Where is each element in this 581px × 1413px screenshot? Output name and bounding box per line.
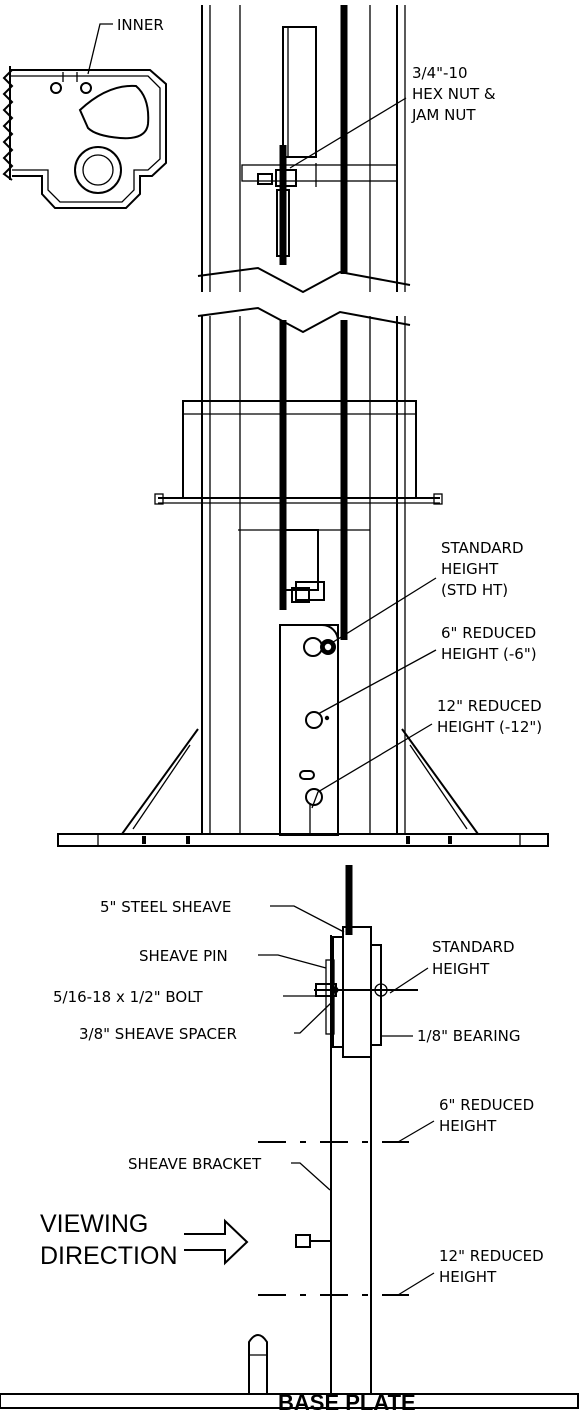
label-hex-nut-1: 3/4"-10 — [412, 64, 468, 82]
six-reduced-callout-side: 6" REDUCED HEIGHT — [397, 1096, 534, 1143]
base-plate-top — [57, 833, 549, 847]
spacer-callout: 3/8" SHEAVE SPACER — [79, 1001, 333, 1043]
bracket-callout: SHEAVE BRACKET — [128, 1155, 331, 1191]
label-spacer: 3/8" SHEAVE SPACER — [79, 1025, 237, 1043]
six-reduced-callout-top: 6" REDUCED HEIGHT (-6") — [317, 624, 537, 715]
label-std-2: HEIGHT — [441, 560, 499, 578]
label-twelve-1: 12" REDUCED — [437, 697, 542, 715]
label-steel-sheave: 5" STEEL SHEAVE — [100, 898, 231, 916]
arrow-right-icon — [184, 1218, 249, 1266]
label-twelve-2: HEIGHT (-12") — [437, 718, 542, 736]
label-twelve-side-1: 12" REDUCED — [439, 1247, 544, 1265]
standard-height-callout-top: STANDARD HEIGHT (STD HT) — [329, 539, 524, 645]
label-std-side-1: STANDARD — [432, 938, 515, 956]
label-base-plate: BASE PLATE — [278, 1390, 416, 1413]
standard-height-callout-side: STANDARD HEIGHT — [389, 938, 515, 994]
label-sheave-pin: SHEAVE PIN — [139, 947, 228, 965]
label-bearing: 1/8" BEARING — [417, 1027, 521, 1045]
label-viewing-2: DIRECTION — [40, 1242, 178, 1270]
bolt-callout: 5/16-18 x 1/2" BOLT — [53, 988, 318, 1006]
hex-nut-assembly — [241, 163, 398, 187]
label-six-side-2: HEIGHT — [439, 1117, 497, 1135]
inner-section-detail — [2, 66, 167, 209]
twelve-reduced-callout-side: 12" REDUCED HEIGHT — [397, 1247, 544, 1296]
height-lines — [258, 1141, 409, 1296]
column-structure — [197, 5, 411, 835]
side-fitting — [248, 1234, 331, 1394]
steel-sheave-callout: 5" STEEL SHEAVE — [100, 898, 345, 933]
label-inner: INNER — [117, 16, 164, 34]
hydraulic-cylinder — [282, 26, 317, 158]
label-std-1: STANDARD — [441, 539, 524, 557]
sheave-bracket-front — [279, 624, 339, 836]
label-six-side-1: 6" REDUCED — [439, 1096, 534, 1114]
label-bolt: 5/16-18 x 1/2" BOLT — [53, 988, 204, 1006]
sheave-pin-callout: SHEAVE PIN — [139, 947, 327, 969]
label-hex-nut-2: HEX NUT & — [412, 85, 496, 103]
base-plate-side — [0, 1393, 579, 1409]
viewing-direction: VIEWING DIRECTION — [40, 1210, 249, 1270]
lower-fitting — [238, 529, 370, 603]
hex-nut-callout: 3/4"-10 HEX NUT & JAM NUT — [289, 64, 496, 169]
label-six-2: HEIGHT (-6") — [441, 645, 537, 663]
carriage-block — [154, 400, 443, 505]
label-std-3: (STD HT) — [441, 581, 508, 599]
bearing-callout: 1/8" BEARING — [380, 1027, 521, 1045]
sheave-side-view — [314, 865, 418, 1394]
label-viewing-1: VIEWING — [40, 1210, 148, 1238]
gussets — [120, 728, 480, 835]
label-bracket: SHEAVE BRACKET — [128, 1155, 262, 1173]
label-twelve-side-2: HEIGHT — [439, 1268, 497, 1286]
twelve-reduced-callout-top: 12" REDUCED HEIGHT (-12") — [311, 697, 542, 809]
threaded-rod — [276, 145, 290, 610]
label-six-1: 6" REDUCED — [441, 624, 536, 642]
inner-callout: INNER — [87, 16, 164, 75]
label-std-side-2: HEIGHT — [432, 960, 490, 978]
label-hex-nut-3: JAM NUT — [411, 106, 476, 124]
